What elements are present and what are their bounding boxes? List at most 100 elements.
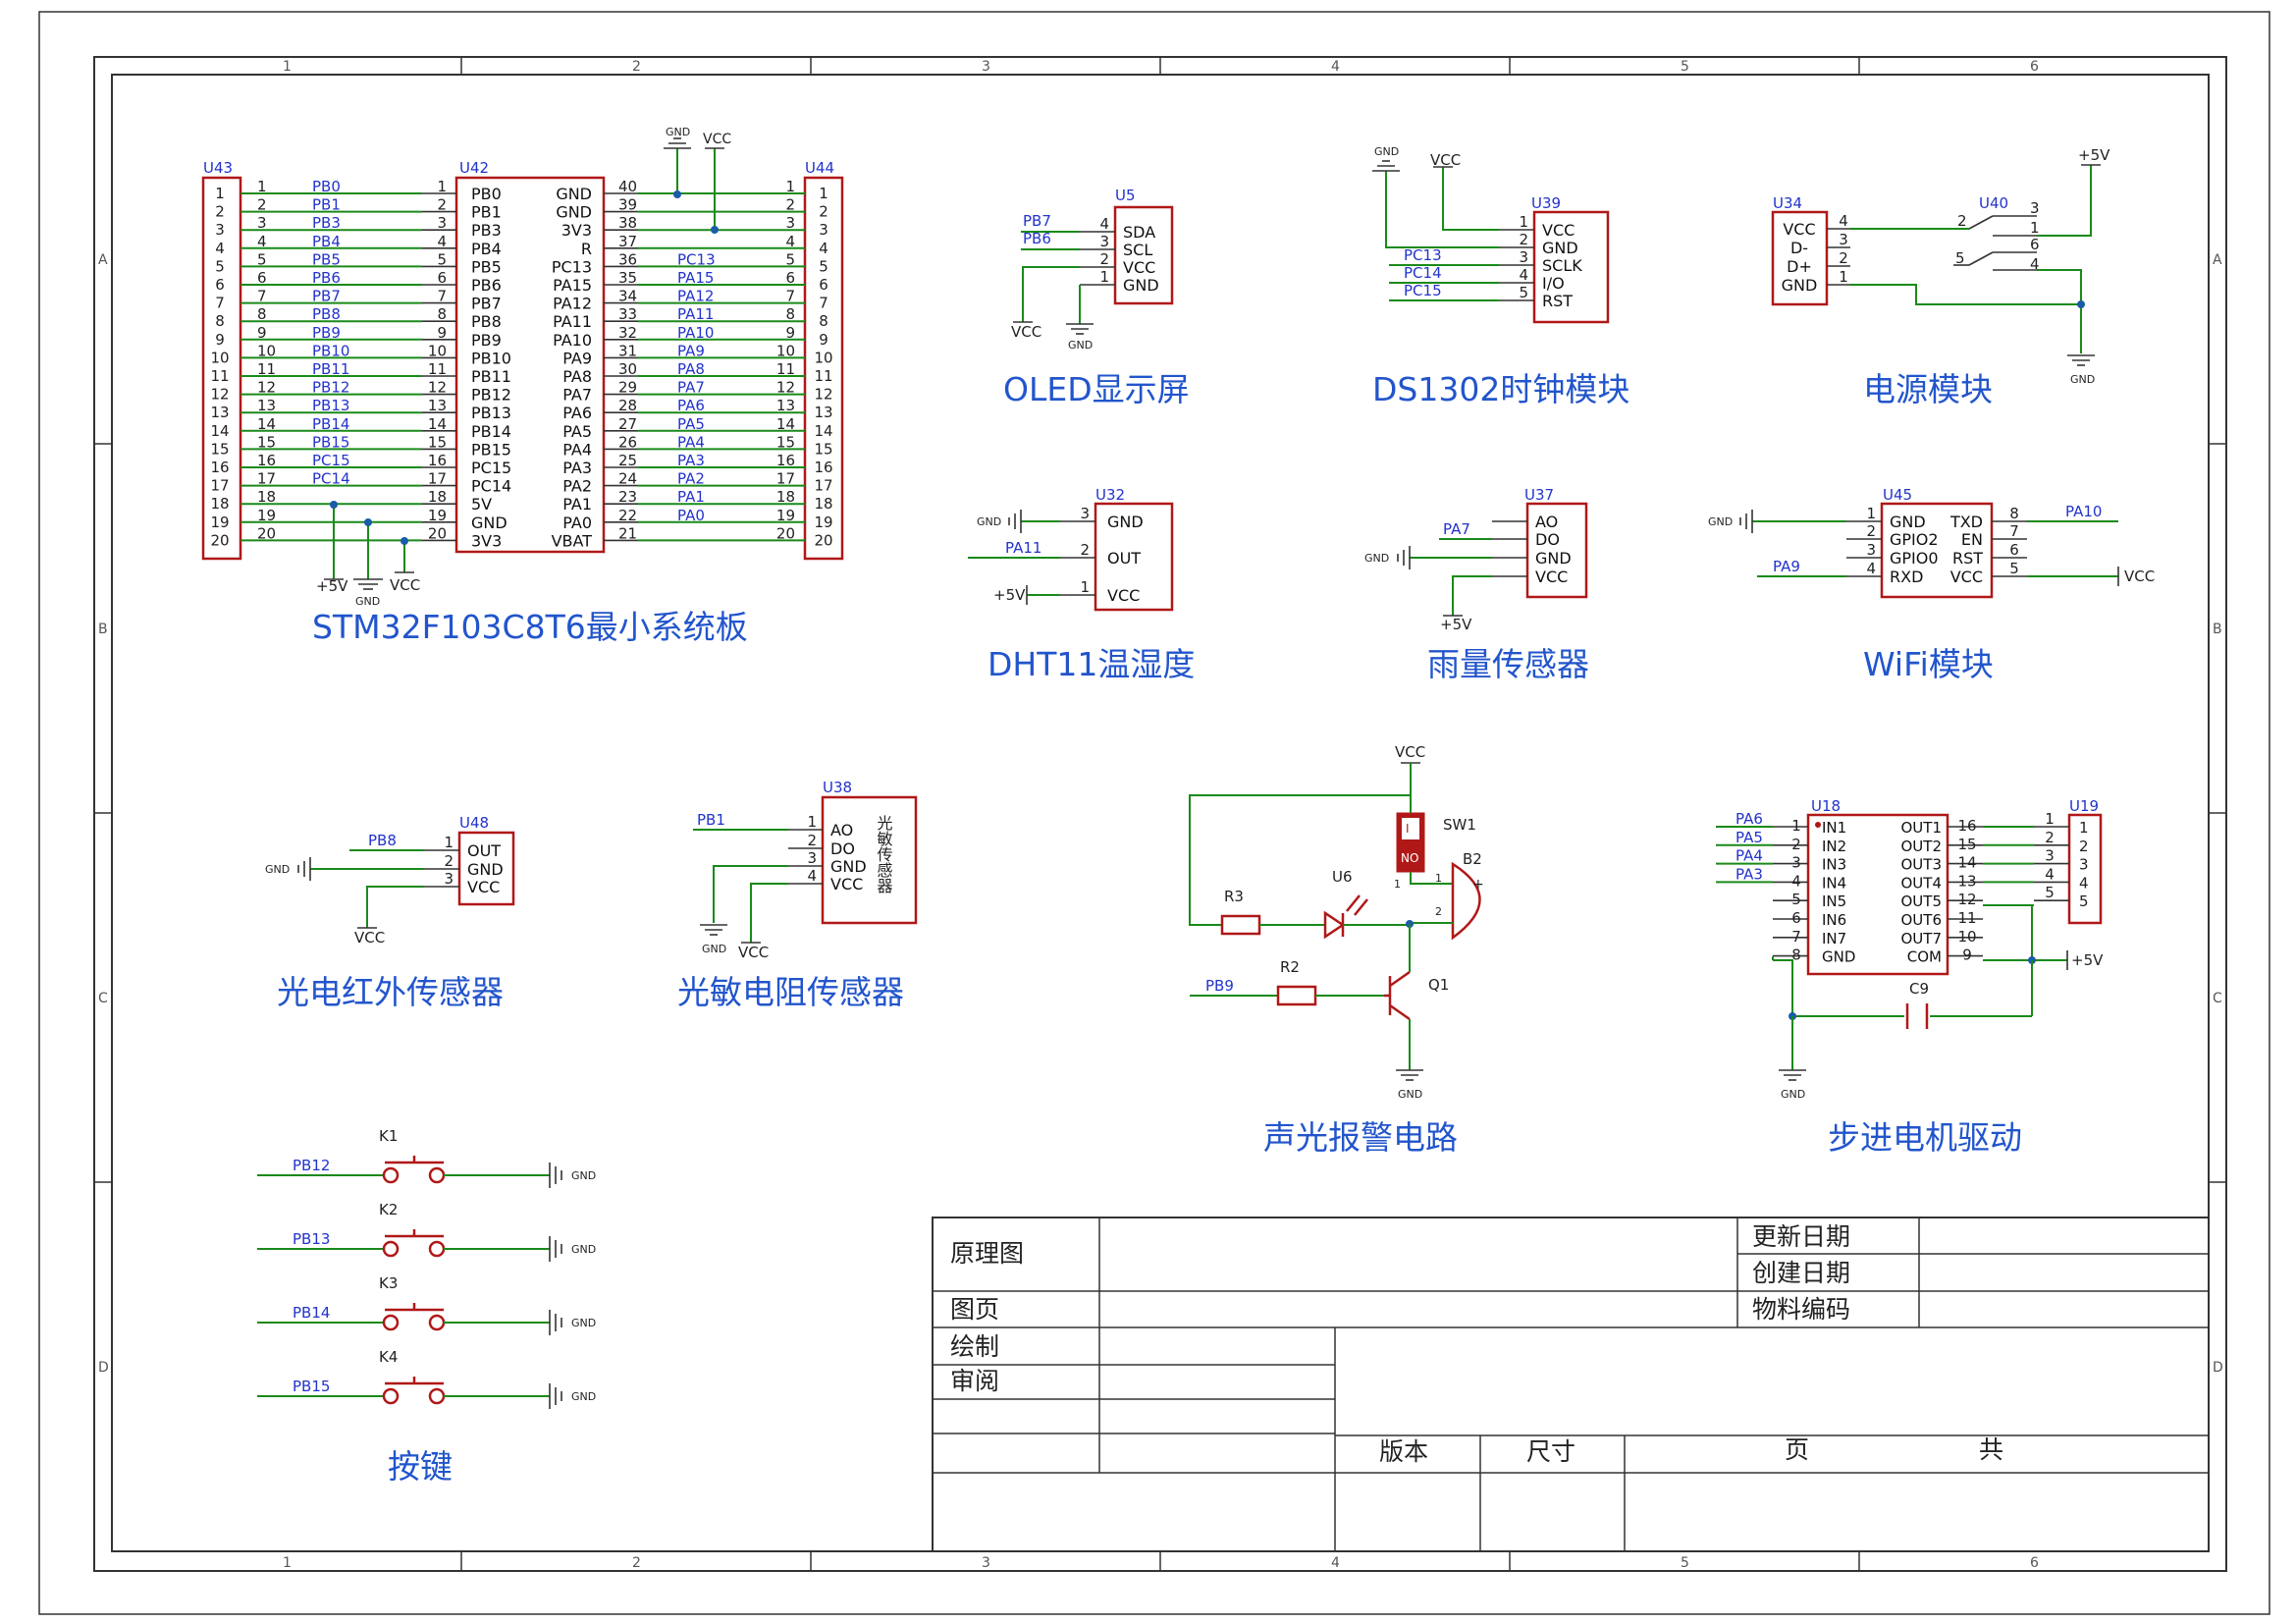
u43-pin-num: 20 [210,531,229,549]
pin-name: GND [1542,239,1578,257]
pin-num: 1 [807,813,817,831]
sw1-label: SW1 [1443,816,1476,834]
u43-pin-num: 7 [215,295,225,312]
u44-pin-num: 4 [819,240,828,257]
pin-name: GND [467,860,504,879]
u42-right-pin: R [581,240,592,258]
switch-pin-num: 6 [2030,236,2040,253]
u42-right-pin: VBAT [552,531,593,550]
ds1302-vcc-label: VCC [1430,151,1461,169]
wifi-net-pa10: PA10 [2065,503,2102,520]
u42-left-pin: PC14 [471,477,511,496]
u42-right-num: 33 [618,305,637,323]
dht11-body [1094,502,1174,612]
u43-pin-num: 11 [210,367,229,385]
pin-name: AO [1535,513,1558,531]
u42-right-num: 30 [618,360,637,378]
mcu-left-net: PB4 [312,233,341,250]
pin-name: RST [1542,292,1573,310]
u42-right-pin: PA15 [553,276,592,295]
u44-connector [803,176,844,561]
pin-num: 2 [1080,541,1090,559]
pin-num: 1 [444,834,454,851]
ds1302-net-pc15: PC15 [1404,282,1442,299]
u43-side-num: 2 [257,196,267,214]
u42-left-num: 11 [428,360,447,378]
u42-right-pin: PA5 [562,422,592,441]
sw1-pin1: 1 [1394,878,1401,891]
wifi-des: U45 [1883,486,1912,504]
u43-side-num: 13 [257,397,276,414]
u42-right-num: 39 [618,196,637,214]
oled-vcc-label: VCC [1011,323,1041,341]
row-mark-right: C [2213,991,2222,1006]
col-mark-bottom: 4 [1331,1555,1340,1571]
pin-name: VCC [467,878,500,896]
pin-name: SCL [1123,241,1152,259]
pin-name: GND [1822,948,1855,966]
power-title: 电源模块 [1863,370,1993,408]
keys-title: 按键 [388,1447,453,1486]
alarm-title: 声光报警电路 [1263,1118,1458,1157]
u43-side-num: 17 [257,470,276,488]
wifi-gnd-label: GND [1708,515,1733,528]
pin-name: DO [1535,530,1560,549]
mcu-right-net: PC13 [677,250,716,268]
pin-num: 7 [1791,928,1801,946]
oled-net-sda: PB7 [1023,212,1051,230]
pin-name: GND [1123,276,1159,295]
mcu-left-net: PB11 [312,360,349,378]
dht11-title: DHT11温湿度 [988,645,1195,683]
pin-num: 10 [1957,928,1976,946]
tb-page: 图页 [950,1295,999,1324]
u42-left-pin: PB6 [471,276,502,295]
row-mark-left: B [98,622,108,637]
mcu-left-net: PB14 [312,415,349,433]
pin-num: 1 [1866,505,1876,522]
key-contact [428,1240,446,1258]
u44-pin-num: 10 [814,349,832,366]
pin-num: 1 [1791,817,1801,835]
pin-num: 4 [2045,865,2055,883]
u43-side-num: 8 [257,305,267,323]
u42-left-num: 15 [428,433,447,451]
u44-pin-num: 6 [819,276,828,294]
pin-name: OUT2 [1901,838,1943,855]
u44-side-num: 12 [776,379,795,397]
u42-left-pin: PB10 [471,349,511,367]
u42-left-pin: PB13 [471,404,511,422]
row-mark-left: A [98,252,108,268]
buzzer-b2 [1451,861,1481,941]
key-net: PB12 [293,1157,330,1174]
wifi-vcc-label: VCC [2124,568,2155,585]
row-mark-right: B [2213,622,2222,637]
u44-side-num: 16 [776,452,795,469]
u42-left-num: 4 [437,233,447,250]
u42-left-pin: PB4 [471,240,502,258]
u44-pin-num: 8 [819,312,828,330]
mcu-right-net: PA10 [677,324,714,342]
key-contact [428,1387,446,1405]
u44-pin-num: 13 [814,404,832,421]
ir-des: U48 [459,814,489,832]
u44-side-num: 20 [776,524,795,542]
b2-plus: + [1472,877,1484,893]
mcu-right-net: PA12 [677,288,714,305]
q1-label: Q1 [1428,976,1449,994]
u44-side-num: 4 [785,233,795,250]
u44-side-num: 11 [776,360,795,378]
pin-num: 3 [1839,231,1848,248]
pin-num: 4 [1099,215,1109,233]
col-mark-bottom: 5 [1681,1555,1689,1571]
u44-side-num: 18 [776,488,795,506]
u42-left-num: 6 [437,269,447,287]
u42-left-num: 3 [437,214,447,232]
pin-num: 3 [1080,505,1090,522]
u42-right-pin: PA6 [562,404,592,422]
